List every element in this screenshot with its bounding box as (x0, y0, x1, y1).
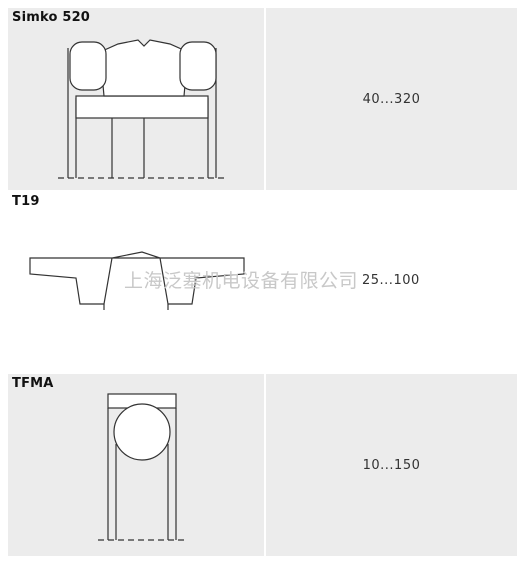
range-panel: 10...150 (266, 374, 517, 556)
watermark: 上海泛塞机电设备有限公司 (124, 270, 359, 292)
seal-cross-section-drawing (58, 39, 226, 179)
product-title: TFMA (12, 376, 54, 391)
drawing-panel: Simko 520 (8, 8, 264, 190)
seal-cross-section-drawing (98, 393, 186, 541)
section-t19: T19 (8, 192, 517, 372)
size-range: 40...320 (362, 91, 421, 107)
size-range: 10...150 (362, 457, 421, 473)
product-title: Simko 520 (12, 10, 91, 25)
range-panel: 40...320 (266, 8, 517, 190)
size-range: 25...100 (362, 273, 420, 288)
section-tfma: TFMA 10...150 (8, 374, 517, 556)
drawing-panel: TFMA (8, 374, 264, 556)
product-title: T19 (12, 194, 40, 209)
seal-profile-drawing (29, 251, 245, 310)
section-simko-520: Simko 520 40. (8, 8, 517, 190)
